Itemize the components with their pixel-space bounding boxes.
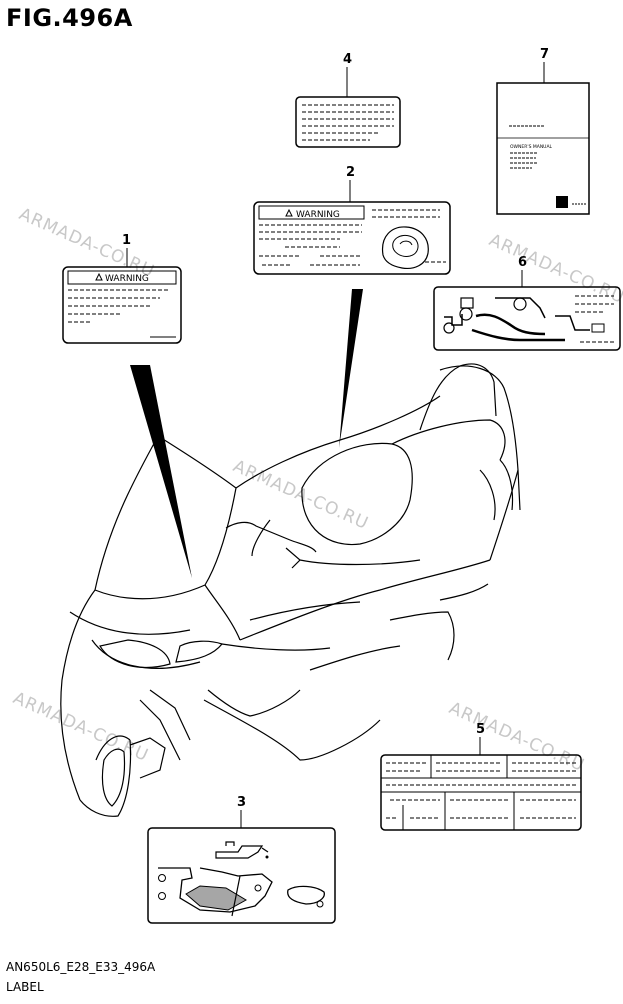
watermark-1: ARMADA-CO.RU [16,204,158,282]
callout-3: 3 [237,795,246,828]
callout-2: 2 [346,165,355,202]
callouts: 1 2 3 4 5 6 7 [122,47,549,828]
pointer-wedge-2 [339,289,363,448]
callout-1: 1 [122,233,131,267]
figure-caption: LABEL [6,980,44,994]
figure-code: AN650L6_E28_E33_496A [6,960,156,974]
label-2: WARNING [253,201,451,275]
svg-text:WARNING: WARNING [296,210,340,220]
pointer-wedge-1 [130,365,192,578]
callout-number-2: 2 [346,165,355,180]
callout-number-6: 6 [518,255,527,270]
callout-7: 7 [540,47,549,83]
callout-number-1: 1 [122,233,131,248]
callout-number-4: 4 [343,52,352,67]
callout-number-7: 7 [540,47,549,62]
svg-text:WARNING: WARNING [105,274,149,284]
pointer-wedges [130,289,363,578]
callout-number-3: 3 [237,795,246,810]
callout-number-5: 5 [476,722,485,737]
label-5 [380,754,582,831]
figure-title: FIG.496A [6,4,133,32]
watermark-2: ARMADA-CO.RU [230,456,372,534]
motorcycle [60,363,521,817]
callout-4: 4 [343,52,352,97]
owners-manual: OWNER'S MANUAL [496,82,590,215]
label-3 [147,827,336,924]
svg-text:OWNER'S MANUAL: OWNER'S MANUAL [510,144,553,150]
callout-6: 6 [518,255,527,287]
watermark-5: ARMADA-CO.RU [446,698,588,776]
label-1: WARNING [62,266,182,344]
callout-5: 5 [476,722,485,755]
label-6 [433,286,621,351]
label-4 [295,96,401,148]
